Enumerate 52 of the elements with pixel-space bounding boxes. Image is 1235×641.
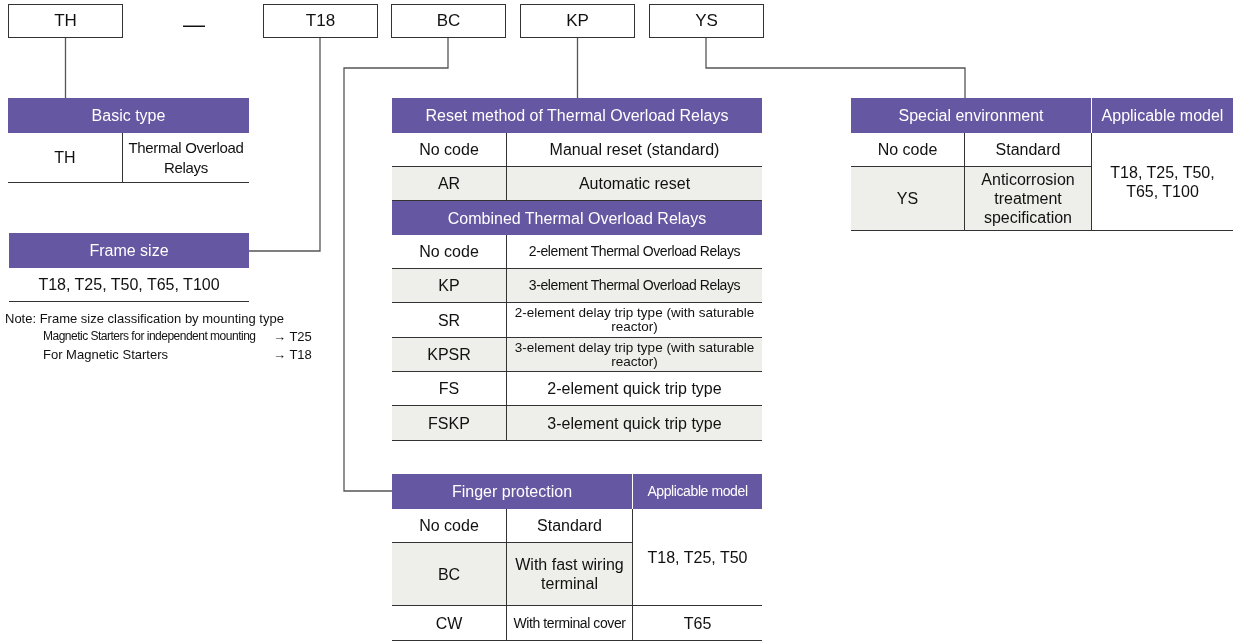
connector-line: [343, 37, 449, 492]
table-cell: 3-element delay trip type (with saturable reactor): [506, 338, 762, 372]
connector-line: [248, 37, 321, 252]
table-cell: Manual reset (standard): [506, 133, 762, 167]
table-cell: YS: [851, 167, 964, 231]
code-box: T18: [263, 4, 378, 38]
separator-dash: —: [183, 11, 205, 39]
table-cell: T18, T25, T50, T65, T100: [1091, 133, 1233, 231]
code-table: [9, 233, 249, 302]
table-header: Reset method of Thermal Overload Relays: [392, 98, 762, 133]
code-box: KP: [520, 4, 635, 38]
connector-line: [705, 37, 966, 99]
table-header: Applicable model: [1091, 98, 1233, 133]
table-header: Basic type: [8, 98, 249, 133]
code-table: [392, 98, 762, 441]
table-cell: FSKP: [392, 406, 506, 441]
table-cell: Thermal Overload Relays: [122, 133, 249, 183]
note-text: Note: Frame size classification by mounting type: [5, 311, 284, 327]
table-cell: BC: [392, 543, 506, 606]
table-header: Applicable model: [632, 474, 762, 509]
table-cell: KPSR: [392, 338, 506, 372]
table-cell: Automatic reset: [506, 167, 762, 201]
table-header: Frame size: [9, 233, 249, 268]
table-cell: 2-element quick trip type: [506, 372, 762, 406]
table-header: Combined Thermal Overload Relays: [392, 201, 762, 235]
table-cell: T18, T25, T50: [632, 509, 762, 606]
note-text: → T18: [273, 347, 312, 362]
note-text: Magnetic Starters for independent mounting: [43, 329, 256, 344]
table-cell: 3-element quick trip type: [506, 406, 762, 441]
table-cell: Standard: [964, 133, 1091, 167]
table-cell: 2-element delay trip type (with saturable reactor): [506, 303, 762, 338]
code-table: [392, 474, 762, 641]
table-cell: With terminal cover: [506, 606, 632, 641]
table-cell: KP: [392, 269, 506, 303]
table-cell: AR: [392, 167, 506, 201]
connector-line: [576, 37, 579, 99]
table-cell: With fast wiring terminal: [506, 543, 632, 606]
table-cell: 3-element Thermal Overload Relays: [506, 269, 762, 303]
note-text: → T25: [273, 329, 312, 344]
code-box: YS: [649, 4, 764, 38]
note-text: For Magnetic Starters: [43, 347, 168, 363]
connector-line: [64, 37, 67, 99]
table-cell: T65: [632, 606, 762, 641]
code-table: [8, 98, 249, 183]
table-cell: Standard: [506, 509, 632, 543]
code-table: [851, 98, 1233, 231]
table-cell: 2-element Thermal Overload Relays: [506, 235, 762, 269]
table-cell: Anticorrosion treatment specification: [964, 167, 1091, 231]
table-header: Finger protection: [392, 474, 632, 509]
table-header: Special environment: [851, 98, 1091, 133]
code-box: BC: [391, 4, 506, 38]
code-box: TH: [8, 4, 123, 38]
